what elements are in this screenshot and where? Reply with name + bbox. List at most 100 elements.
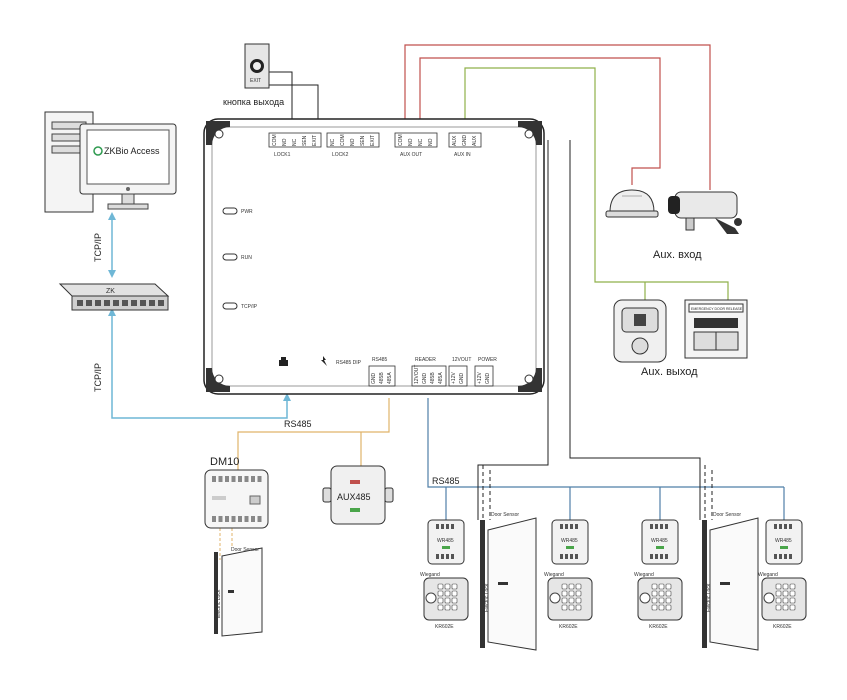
terminal-pin-label: 485B	[379, 372, 385, 384]
switch-front	[71, 295, 169, 311]
wr485-terminal	[446, 524, 449, 529]
monitor-power-icon	[126, 187, 130, 191]
dm10-terminal	[225, 476, 229, 482]
wr485-terminal	[560, 554, 563, 559]
keypad-key	[651, 597, 658, 604]
wr485-label: WR485	[775, 538, 792, 544]
wr485-terminal	[784, 524, 787, 529]
camera-device	[668, 191, 742, 234]
wr485-terminal	[570, 554, 573, 559]
door-frame	[702, 520, 707, 648]
terminal-pin-label: 485A	[438, 372, 444, 384]
rs485-label-left: RS485	[284, 419, 312, 429]
aux-out-red-wire	[404, 44, 711, 190]
wr485-terminal	[575, 554, 578, 559]
keypad-key	[658, 590, 665, 597]
aux-out-label: Aux. выход	[641, 366, 698, 378]
keypad-key	[782, 597, 789, 604]
terminal-block	[268, 132, 322, 148]
keypad-key	[789, 604, 796, 611]
terminal-pin-label: 485A	[387, 372, 393, 384]
terminal-pin-label: NO	[350, 138, 356, 146]
dip-port-label: RS485 DIP	[336, 360, 362, 366]
tcpip-wire-switch-controller	[111, 310, 288, 419]
reader-units: WR485WiegandKR602EWR485WiegandKR602EWR48…	[420, 519, 807, 630]
wr485-terminal	[441, 524, 444, 529]
keypad-key	[437, 597, 444, 604]
dm10-label: DM10	[210, 456, 239, 468]
wr485-terminal	[655, 554, 658, 559]
keypad-key	[665, 597, 672, 604]
terminal-pin-label: COM	[398, 134, 404, 146]
switch-port	[131, 300, 137, 306]
keypad-key	[444, 590, 451, 597]
wr485-module	[551, 519, 589, 565]
wr485-led	[566, 546, 574, 549]
wr485-terminal	[660, 524, 663, 529]
wr485-led	[780, 546, 788, 549]
exit-button-wire	[268, 71, 293, 140]
switch-port	[77, 300, 83, 306]
terminal-block	[411, 365, 447, 387]
wr485-terminal	[441, 554, 444, 559]
keypad-key	[451, 597, 458, 604]
led-label: TCP/IP	[241, 304, 258, 310]
switch-port	[158, 300, 164, 306]
wr485-terminal	[575, 524, 578, 529]
keypad-key	[568, 590, 575, 597]
terminal-pin-label: +12V	[451, 372, 457, 384]
keypad-key	[665, 583, 672, 590]
terminal-pin-label: AUX	[472, 135, 478, 146]
terminal-group-label: AUX IN	[454, 152, 471, 158]
corner-mount	[518, 121, 542, 145]
dm10-door-sensor-label: Door Sensor	[231, 547, 259, 553]
terminal-block	[474, 365, 494, 387]
siren-device	[605, 189, 659, 218]
keypad-key	[444, 604, 451, 611]
pc: ZKBio Access	[44, 111, 177, 213]
dm10-terminal	[251, 476, 255, 482]
wr485-terminal	[774, 554, 777, 559]
switch-port	[95, 300, 101, 306]
dm10-device	[204, 469, 269, 529]
terminal-block	[394, 132, 438, 148]
keypad-key	[658, 597, 665, 604]
switch-port	[122, 300, 128, 306]
controller-body	[203, 118, 545, 395]
terminal-pin-label: SEN	[302, 135, 308, 146]
switch-port	[149, 300, 155, 306]
terminal-pin-label: AUX	[452, 135, 458, 146]
tcpip-arrow	[108, 308, 116, 316]
tcpip-arrow	[108, 270, 116, 278]
keypad-model-label: KR602E	[559, 624, 578, 630]
keypad-key	[775, 583, 782, 590]
dm10-terminal	[218, 516, 223, 522]
keypad-model-label: KR602E	[649, 624, 668, 630]
wr485-terminal	[565, 524, 568, 529]
terminal-block	[368, 365, 396, 387]
wr485-terminal	[436, 524, 439, 529]
wr485-label: WR485	[651, 538, 668, 544]
led-indicator	[222, 253, 238, 261]
terminal-group-label: LOCK1	[274, 152, 291, 158]
wr485-terminal	[789, 554, 792, 559]
wiegand-label: Wiegand	[544, 572, 564, 578]
dm10-terminal	[238, 476, 242, 482]
wr485-led	[442, 546, 450, 549]
terminal-group-label: LOCK2	[332, 152, 349, 158]
keypad-key	[575, 583, 582, 590]
wr485-terminal	[560, 524, 563, 529]
keypad-key	[658, 604, 665, 611]
terminal-pin-label: GND	[462, 135, 468, 147]
keypad-key	[568, 597, 575, 604]
emergency-release-device: EMERGENCY DOOR RELEASE	[684, 299, 748, 359]
lock1-wire	[477, 140, 549, 520]
wr485-terminal	[779, 554, 782, 559]
terminal-group-label: 12VOUT	[452, 357, 471, 363]
